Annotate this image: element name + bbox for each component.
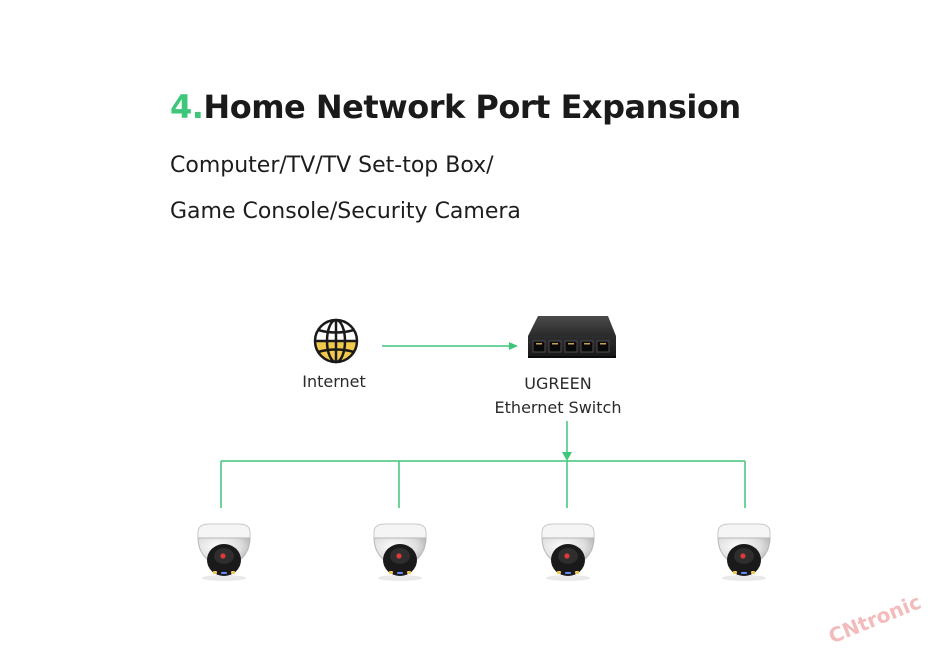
internet-label: Internet [302, 372, 366, 391]
subtitle-line-2: Game Console/Security Camera [170, 199, 521, 224]
security-camera-icon [717, 523, 771, 581]
page-title: 4.Home Network Port Expansion [170, 88, 741, 126]
security-camera-icon [541, 523, 595, 581]
ethernet-switch-icon [528, 316, 616, 358]
security-camera-icon [197, 523, 251, 581]
globe-icon [313, 318, 359, 364]
heading-text: Home Network Port Expansion [203, 88, 741, 126]
security-camera-icon [373, 523, 427, 581]
internet-to-switch-arrow [382, 342, 518, 350]
down-arrow-head [562, 452, 572, 461]
switch-label-brand: UGREEN [524, 374, 592, 393]
switch-label-type: Ethernet Switch [494, 398, 622, 417]
heading-number: 4. [170, 88, 204, 126]
subtitle-line-1: Computer/TV/TV Set-top Box/ [170, 153, 494, 178]
switch-to-cameras-connectors [220, 421, 746, 508]
switch-label: UGREEN Ethernet Switch [470, 372, 646, 420]
